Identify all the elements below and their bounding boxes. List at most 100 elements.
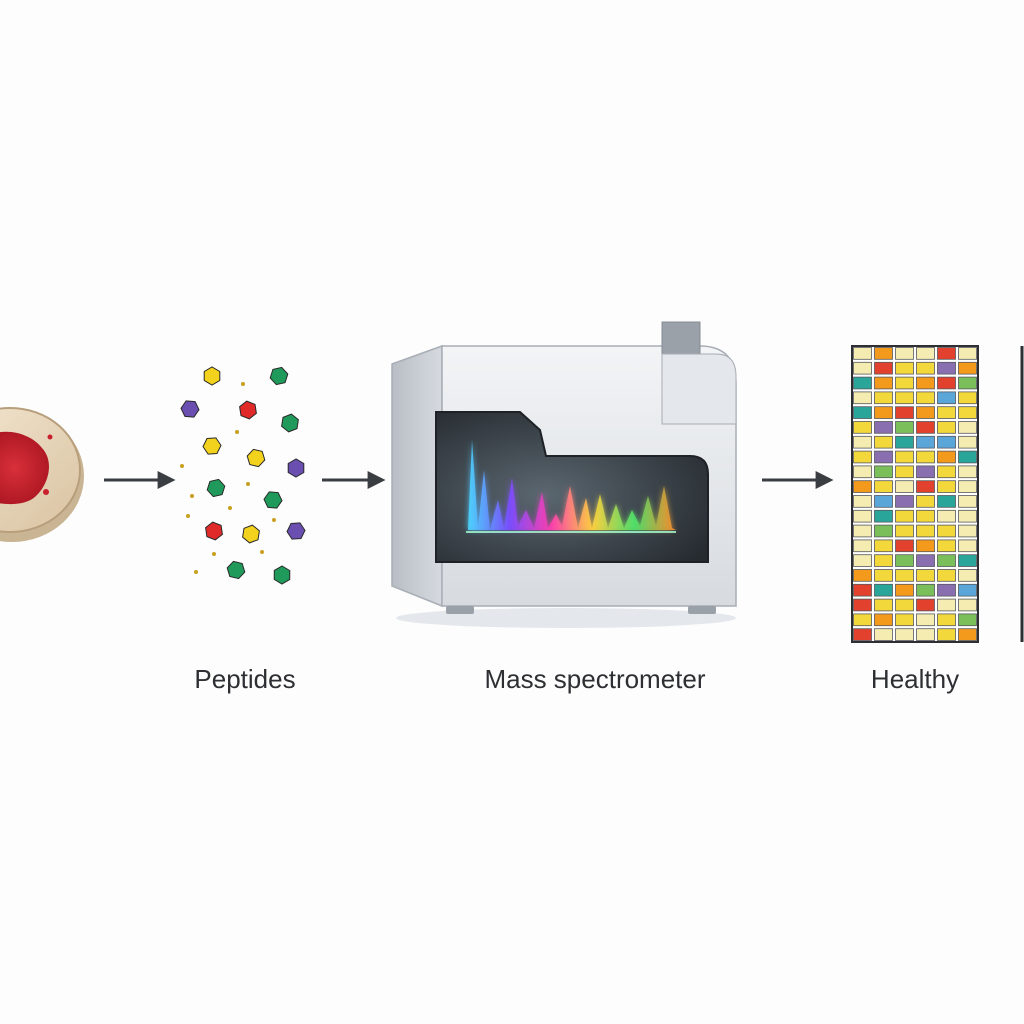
heatmap-cell (916, 569, 935, 582)
heatmap-cell (874, 509, 893, 523)
heatmap-cell (916, 613, 935, 627)
spectrometer-window (435, 411, 709, 563)
heatmap-cell (958, 391, 977, 405)
peptide-yellow (202, 437, 222, 455)
heatmap-cell (916, 435, 935, 449)
heatmap-cell (853, 376, 872, 390)
heatmap-cell (853, 406, 872, 419)
heatmap-cell (874, 598, 893, 612)
heatmap-cell (937, 554, 956, 567)
peptides-label: Peptides (194, 664, 296, 694)
heatmap-cell (937, 495, 956, 508)
heatmap-cell (958, 495, 977, 508)
heatmap-cell (874, 539, 893, 553)
heatmap-cell (937, 524, 956, 538)
heatmap-cell (937, 598, 956, 612)
peptide-green (281, 413, 299, 433)
peptide-green (263, 491, 283, 509)
heatmap-cell (937, 583, 956, 597)
heatmap-cell (874, 391, 893, 405)
heatmap-cell (916, 347, 935, 360)
peptide-fragment-dot (180, 464, 184, 468)
heatmap-cell (895, 554, 914, 567)
peptide-green (269, 366, 289, 386)
heatmap-cell (874, 613, 893, 627)
peptide-red (239, 400, 257, 420)
heatmap-cell (895, 421, 914, 434)
heatmap-cell (937, 539, 956, 553)
heatmap-cell (916, 583, 935, 597)
peptide-fragment-dot (272, 518, 276, 522)
tissue-sample (0, 431, 49, 505)
heatmap-cell (916, 376, 935, 390)
heatmap-cell (895, 450, 914, 464)
heatmap-cell (916, 628, 935, 641)
heatmap-cell (853, 569, 872, 582)
heatmap-cell (853, 495, 872, 508)
heatmap-cell (937, 361, 956, 375)
heatmap-cell (874, 524, 893, 538)
tissue-dish (0, 407, 84, 542)
heatmap-cell (874, 435, 893, 449)
peptide-green (273, 565, 291, 585)
heatmap-cell (958, 628, 977, 641)
heatmap-cell (916, 421, 935, 434)
heatmap-cell (874, 376, 893, 390)
peptide-purple (286, 522, 306, 540)
heatmap-cell (958, 524, 977, 538)
heatmap-cell (853, 391, 872, 405)
heatmap-cell (958, 421, 977, 434)
heatmap-cell (874, 554, 893, 567)
heatmap-cell (958, 465, 977, 479)
heatmap-cell (874, 421, 893, 434)
heatmap-cell (895, 598, 914, 612)
spectrum-peaks (468, 440, 676, 530)
peptide-yellow (203, 366, 221, 386)
heatmap-cell (937, 450, 956, 464)
heatmap-cell (958, 598, 977, 612)
heatmap-cell (937, 480, 956, 493)
heatmap-cell (916, 465, 935, 479)
heatmap-cell (895, 539, 914, 553)
heatmap-cell (853, 613, 872, 627)
heatmap-cell (937, 569, 956, 582)
heatmap-frame (851, 345, 979, 643)
heatmap-cell (958, 480, 977, 493)
heatmap-cell (874, 347, 893, 360)
heatmap-cell (853, 583, 872, 597)
heatmap-cell (958, 406, 977, 419)
peptide-red (205, 521, 223, 541)
heatmap-cell (916, 406, 935, 419)
heatmap-cell (916, 554, 935, 567)
peptide-fragment-dot (260, 550, 264, 554)
heatmap-cell (853, 598, 872, 612)
heatmap-cell (853, 421, 872, 434)
heatmap-cell (895, 509, 914, 523)
heatmap-cell (895, 435, 914, 449)
heatmap-cell (937, 613, 956, 627)
heatmap-cell (916, 391, 935, 405)
heatmap-cell (958, 569, 977, 582)
heatmap-cell (853, 509, 872, 523)
heatmap-cell (874, 628, 893, 641)
heatmap-cell (895, 583, 914, 597)
heatmap-cell (958, 539, 977, 553)
heatmap-cell (895, 347, 914, 360)
heatmap-cell (895, 613, 914, 627)
peptide-fragment-dot (241, 382, 245, 386)
heatmap-cell (874, 406, 893, 419)
heatmap-cell (895, 480, 914, 493)
heatmap-cell (916, 450, 935, 464)
healthy-heatmap (851, 345, 979, 643)
heatmap-cell (874, 465, 893, 479)
heatmap-cell (853, 554, 872, 567)
heatmap-cell (874, 480, 893, 493)
heatmap-cell (853, 465, 872, 479)
peptide-yellow (242, 524, 260, 544)
heatmap-cell (853, 450, 872, 464)
heatmap-cell (895, 569, 914, 582)
heatmap-cell (937, 435, 956, 449)
peptide-fragment-dot (212, 552, 216, 556)
heatmap-cell (937, 509, 956, 523)
